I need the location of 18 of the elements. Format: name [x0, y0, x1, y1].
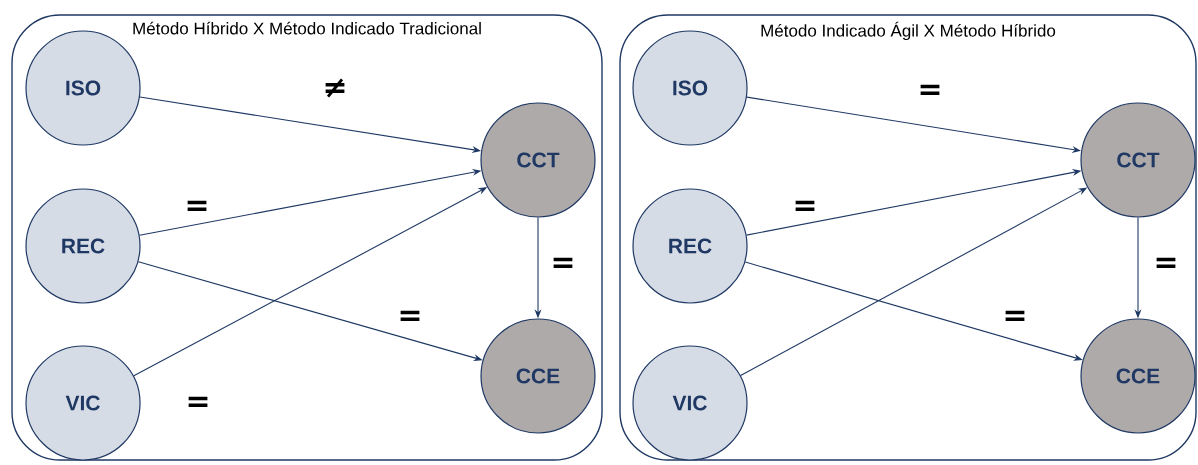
circle-node: CCT — [480, 102, 596, 218]
circle-node: CCT — [1080, 102, 1196, 218]
circle-node: VIC — [25, 345, 141, 461]
edge-label: = — [791, 199, 819, 217]
edge-label: = — [549, 256, 577, 274]
edge-label: = — [916, 83, 944, 101]
edge-label: = — [1152, 256, 1180, 274]
circle-node: REC — [25, 188, 141, 304]
edge-label: = — [396, 309, 424, 327]
edge-label: = — [1001, 309, 1029, 327]
circle-node: CCE — [480, 318, 596, 434]
edge-label: ≠ — [321, 77, 349, 99]
edge-label: = — [183, 199, 211, 217]
circle-node: CCE — [1080, 318, 1196, 434]
circle-node: ISO — [632, 30, 748, 146]
circle-node: REC — [632, 188, 748, 304]
edge-label: = — [184, 395, 212, 413]
circle-node: VIC — [632, 345, 748, 461]
